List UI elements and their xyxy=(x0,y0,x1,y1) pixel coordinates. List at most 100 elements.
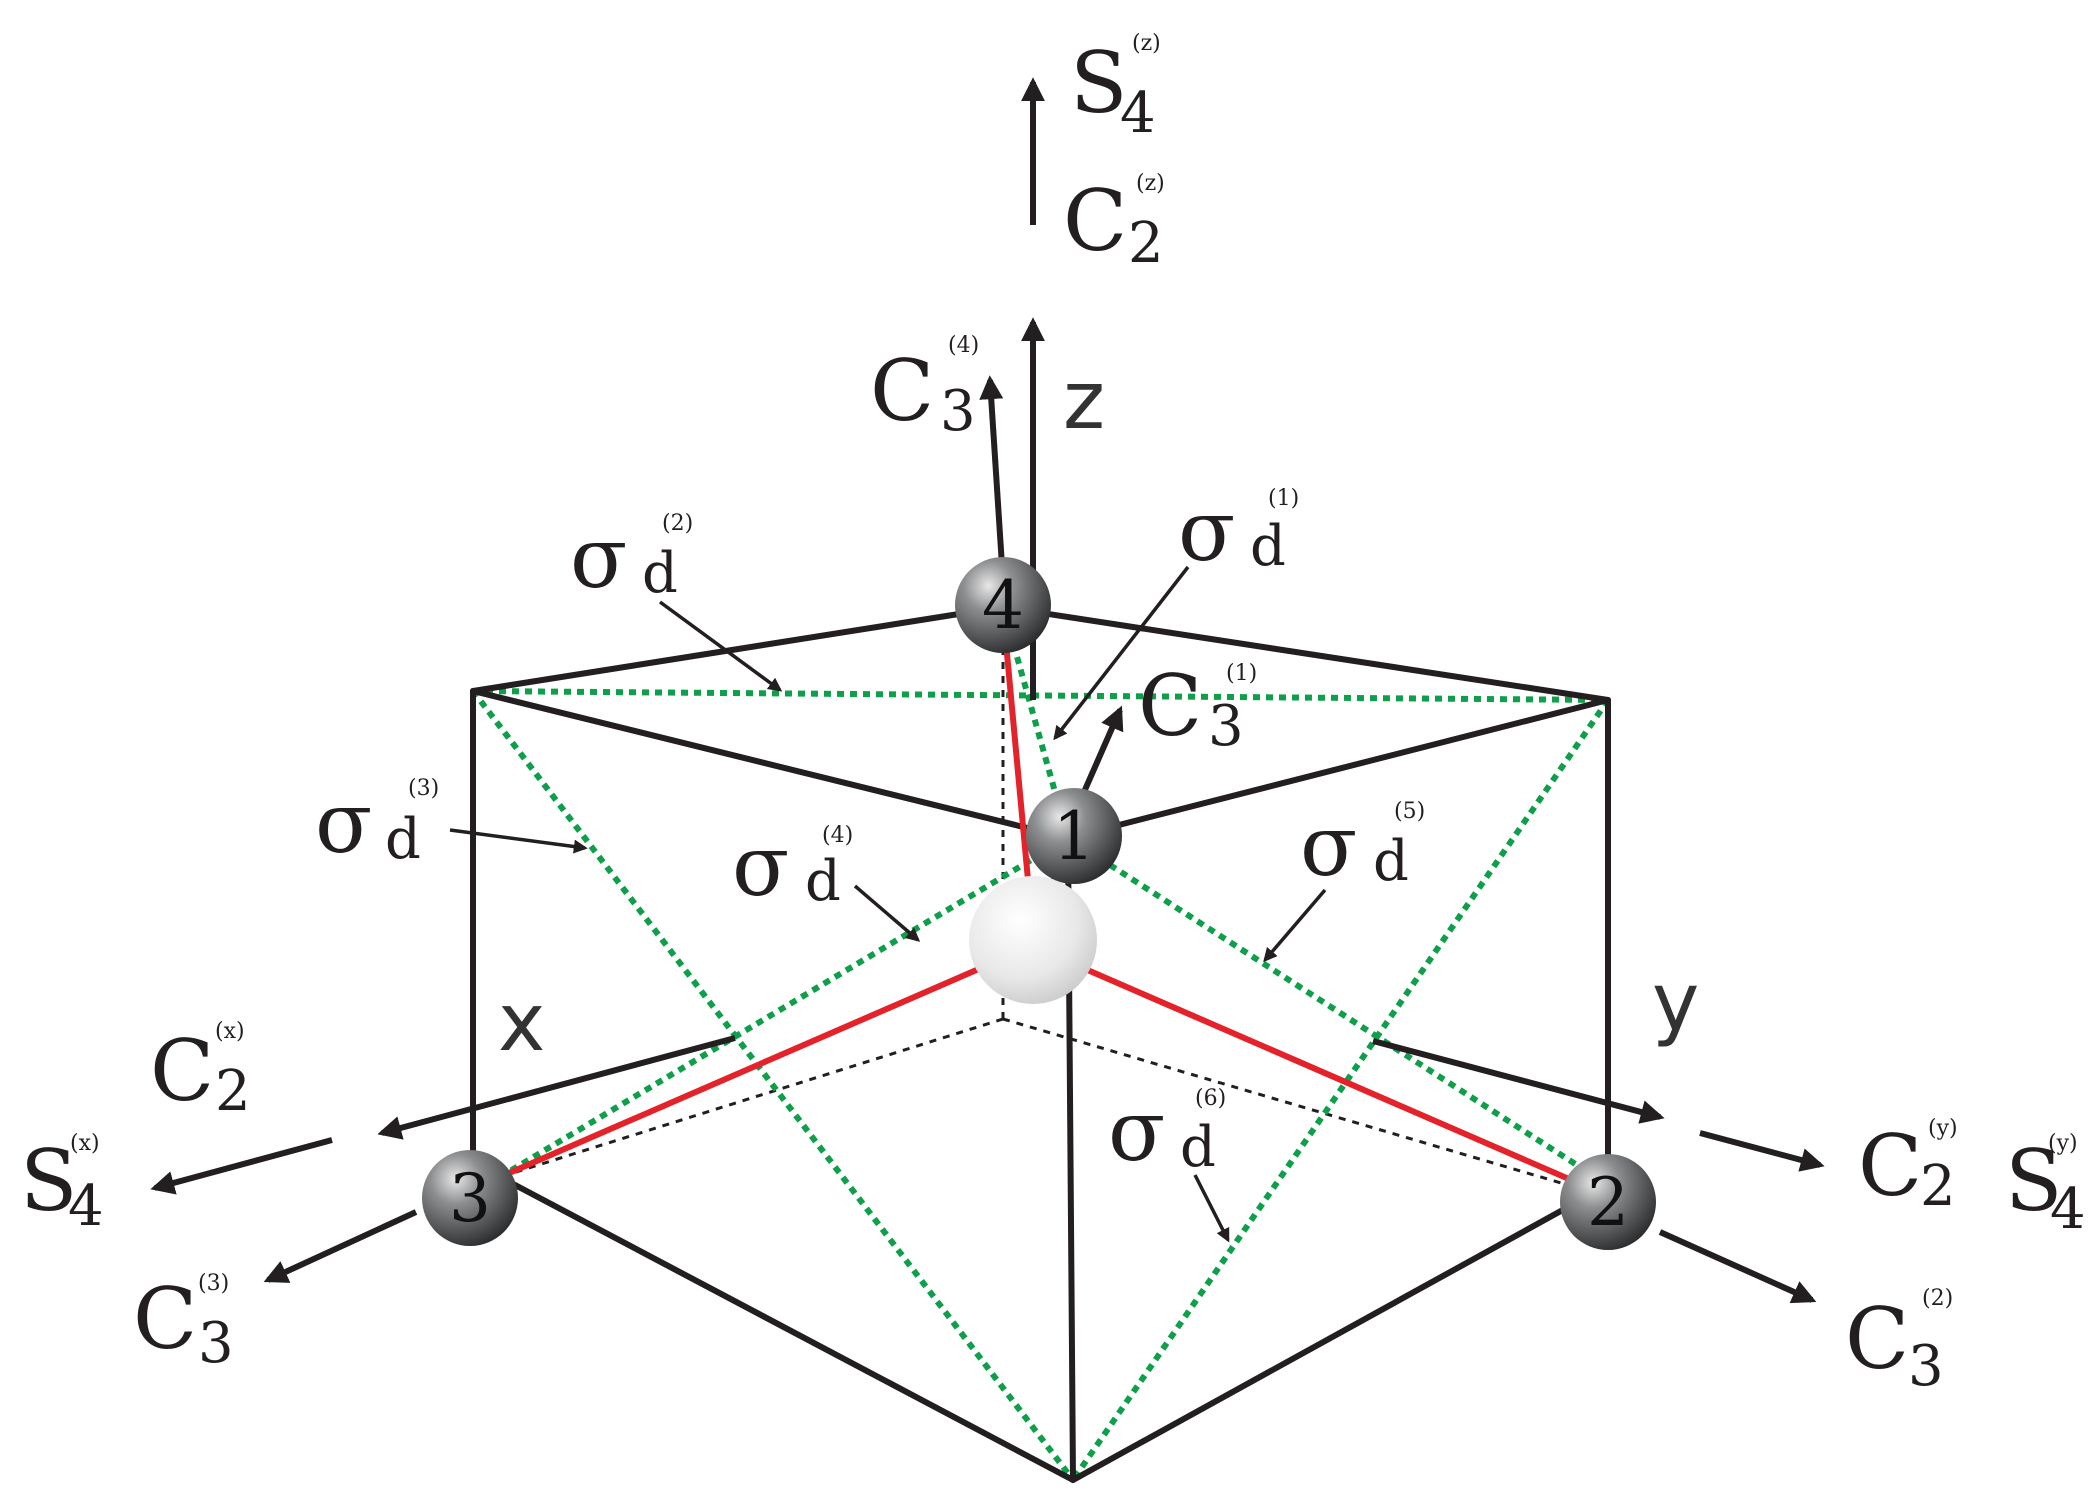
label-sigma-d-3: σ d (3) xyxy=(315,774,439,872)
atom-2 xyxy=(1560,1154,1656,1250)
sd5-pointer xyxy=(1263,888,1327,963)
edge-top-right-back xyxy=(1000,604,1611,703)
c2y-superscript: (y) xyxy=(1928,1116,1958,1141)
c2x-subscript: 2 xyxy=(215,1059,251,1124)
label-s4-z: S 4 (z) xyxy=(1070,31,1161,146)
s4z-subscript: 4 xyxy=(1120,81,1156,146)
atom-1 xyxy=(1026,788,1122,884)
sd4-superscript: (4) xyxy=(822,823,853,848)
sd3-subscript: d xyxy=(385,807,421,872)
c3-1-superscript: (1) xyxy=(1226,661,1257,686)
label-sigma-d-5: σ d (5) xyxy=(1300,797,1425,895)
s4z-symbol: S xyxy=(1070,34,1128,132)
s4x-arrow xyxy=(150,1137,333,1195)
edge-bottom-left xyxy=(497,1174,1076,1483)
atom-label-3: 3 xyxy=(449,1160,491,1237)
s4x-superscript: (x) xyxy=(70,1131,100,1156)
label-c2-y: C 2 (y) xyxy=(1858,1116,1958,1219)
c2z-symbol: C xyxy=(1063,172,1127,270)
c2z-superscript: (z) xyxy=(1136,171,1165,196)
label-c3-3: C 3 (3) xyxy=(133,1270,234,1376)
sd2-symbol: σ xyxy=(570,509,627,607)
symmetry-element-arrows xyxy=(150,77,1825,1304)
plane-left-face-diagonal xyxy=(470,689,1076,1482)
c2x-symbol: C xyxy=(150,1022,214,1120)
label-c3-4: C 3 (4) xyxy=(870,333,979,444)
sd2-superscript: (2) xyxy=(662,511,693,536)
sd4-symbol: σ xyxy=(732,817,789,915)
c3-4-subscript: 3 xyxy=(940,379,976,444)
sd6-symbol: σ xyxy=(1108,1082,1165,1180)
symmetry-labels: S 4 (z) C 2 (z) C 3 (4) C 3 (1) C 2 (x) xyxy=(20,31,2086,1399)
label-c3-1: C 3 (1) xyxy=(1138,657,1257,759)
c3-4-symbol: C xyxy=(870,342,934,440)
sd2-subscript: d xyxy=(642,541,678,606)
axes-arrows xyxy=(377,317,1665,1140)
x-axis-arrow xyxy=(377,1035,736,1140)
axis-labels: z x y xyxy=(498,354,1699,1069)
c3-3-symbol: C xyxy=(133,1270,197,1368)
sd4-subscript: d xyxy=(805,849,841,914)
c3-1-subscript: 3 xyxy=(1208,694,1244,759)
c2y-subscript: 2 xyxy=(1920,1154,1956,1219)
label-sigma-d-1: σ d (1) xyxy=(1178,482,1299,580)
s4x-subscript: 4 xyxy=(68,1174,104,1239)
label-sigma-d-2: σ d (2) xyxy=(570,509,693,607)
hidden-edge-left xyxy=(499,1017,1004,1179)
label-c3-2: C 3 (2) xyxy=(1845,1286,1953,1399)
c2z-subscript: 2 xyxy=(1128,211,1164,276)
sd3-pointer xyxy=(449,828,588,854)
edge-top-left-back xyxy=(470,604,1006,694)
bond-center-2 xyxy=(1080,965,1588,1189)
atom-4 xyxy=(955,557,1051,653)
plane-pointers xyxy=(449,565,1327,1243)
sd6-superscript: (6) xyxy=(1195,1086,1226,1111)
central-atom xyxy=(969,876,1097,1004)
c3-2-arrow xyxy=(1658,1229,1817,1304)
sd1-subscript: d xyxy=(1250,514,1286,579)
s4y-symbol: S xyxy=(2005,1132,2063,1230)
c3-4-superscript: (4) xyxy=(948,333,979,358)
cube-edges xyxy=(470,604,1611,1483)
edge-bottom-right xyxy=(1070,1182,1611,1483)
label-c2-z: C 2 (z) xyxy=(1063,171,1165,276)
y-axis-label: y xyxy=(1652,956,1699,1049)
sd3-symbol: σ xyxy=(315,774,372,872)
sd5-superscript: (5) xyxy=(1394,799,1425,824)
sd5-subscript: d xyxy=(1373,829,1409,894)
plane-top-diagonal xyxy=(472,688,1609,703)
c3-3-arrow xyxy=(263,1209,418,1283)
sd6-subscript: d xyxy=(1180,1115,1216,1180)
sd6-pointer xyxy=(1193,1174,1230,1243)
s4y-subscript: 4 xyxy=(2050,1177,2086,1242)
c2x-superscript: (x) xyxy=(215,1019,245,1044)
bond-center-4 xyxy=(1003,640,1031,883)
x-axis-label: x xyxy=(498,976,545,1069)
edge-top-left-front xyxy=(470,688,1071,841)
plane-left-to-front-top xyxy=(498,835,1070,1180)
c3-3-superscript: (3) xyxy=(198,1271,229,1296)
sd1-symbol: σ xyxy=(1178,482,1235,580)
sd4-pointer xyxy=(853,884,921,942)
sd1-pointer xyxy=(1053,565,1190,741)
c3-3-subscript: 3 xyxy=(198,1311,234,1376)
sd3-superscript: (3) xyxy=(408,776,439,801)
label-c2-x: C 2 (x) xyxy=(150,1019,251,1124)
atoms: 1 2 3 4 xyxy=(422,557,1656,1250)
label-sigma-d-4: σ d (4) xyxy=(732,817,853,915)
z-axis-label: z xyxy=(1063,354,1105,447)
hidden-edges xyxy=(499,640,1569,1187)
edge-top-right-front xyxy=(1065,697,1611,841)
sd2-pointer xyxy=(658,600,783,692)
atom-label-2: 2 xyxy=(1587,1164,1629,1241)
s4y-arrow xyxy=(1699,1130,1825,1172)
atom-label-4: 4 xyxy=(982,567,1024,644)
sd5-symbol: σ xyxy=(1300,797,1357,895)
mirror-plane-traces xyxy=(470,606,1611,1482)
y-axis-arrow xyxy=(1372,1038,1665,1124)
bond-center-3 xyxy=(497,965,984,1180)
label-s4-y: S 4 (y) xyxy=(2005,1131,2086,1242)
s4y-superscript: (y) xyxy=(2048,1131,2078,1156)
